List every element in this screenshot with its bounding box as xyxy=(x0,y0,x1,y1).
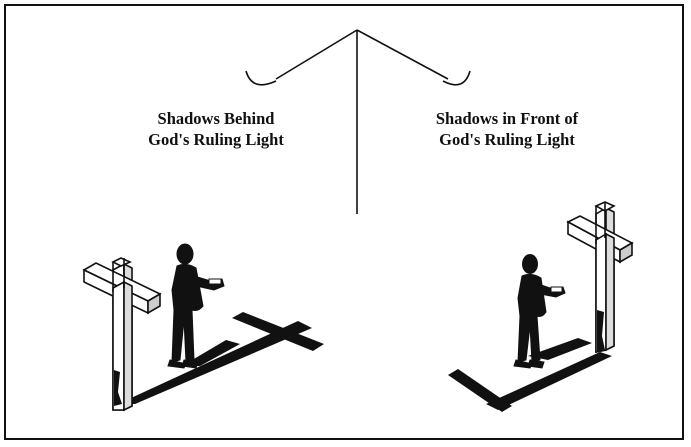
label-shadows-behind: Shadows Behind God's Ruling Light xyxy=(130,108,302,150)
right-cross-shadow xyxy=(448,352,612,412)
label-shadows-behind-line2: God's Ruling Light xyxy=(148,130,284,149)
lamp-shade-right xyxy=(442,70,471,86)
right-person-shadow xyxy=(528,338,592,360)
right-cross-base-shading xyxy=(597,310,605,352)
label-shadows-in-front: Shadows in Front of God's Ruling Light xyxy=(404,108,610,150)
left-cross-base-shading xyxy=(114,370,122,406)
light-arm-left xyxy=(275,29,358,80)
left-cross-shadow xyxy=(118,312,324,404)
right-person xyxy=(513,254,566,369)
ruling-light xyxy=(245,29,471,214)
label-shadows-behind-line1: Shadows Behind xyxy=(157,109,275,128)
left-person-shadow xyxy=(182,340,240,366)
label-shadows-in-front-line1: Shadows in Front of xyxy=(435,109,579,128)
light-arm-right xyxy=(356,29,449,80)
label-shadows-in-front-line2: God's Ruling Light xyxy=(439,130,575,149)
right-scene xyxy=(448,201,634,412)
left-scene xyxy=(82,243,324,412)
left-cross xyxy=(82,257,162,412)
lamp-shade-left xyxy=(245,70,277,86)
left-person xyxy=(167,243,225,369)
